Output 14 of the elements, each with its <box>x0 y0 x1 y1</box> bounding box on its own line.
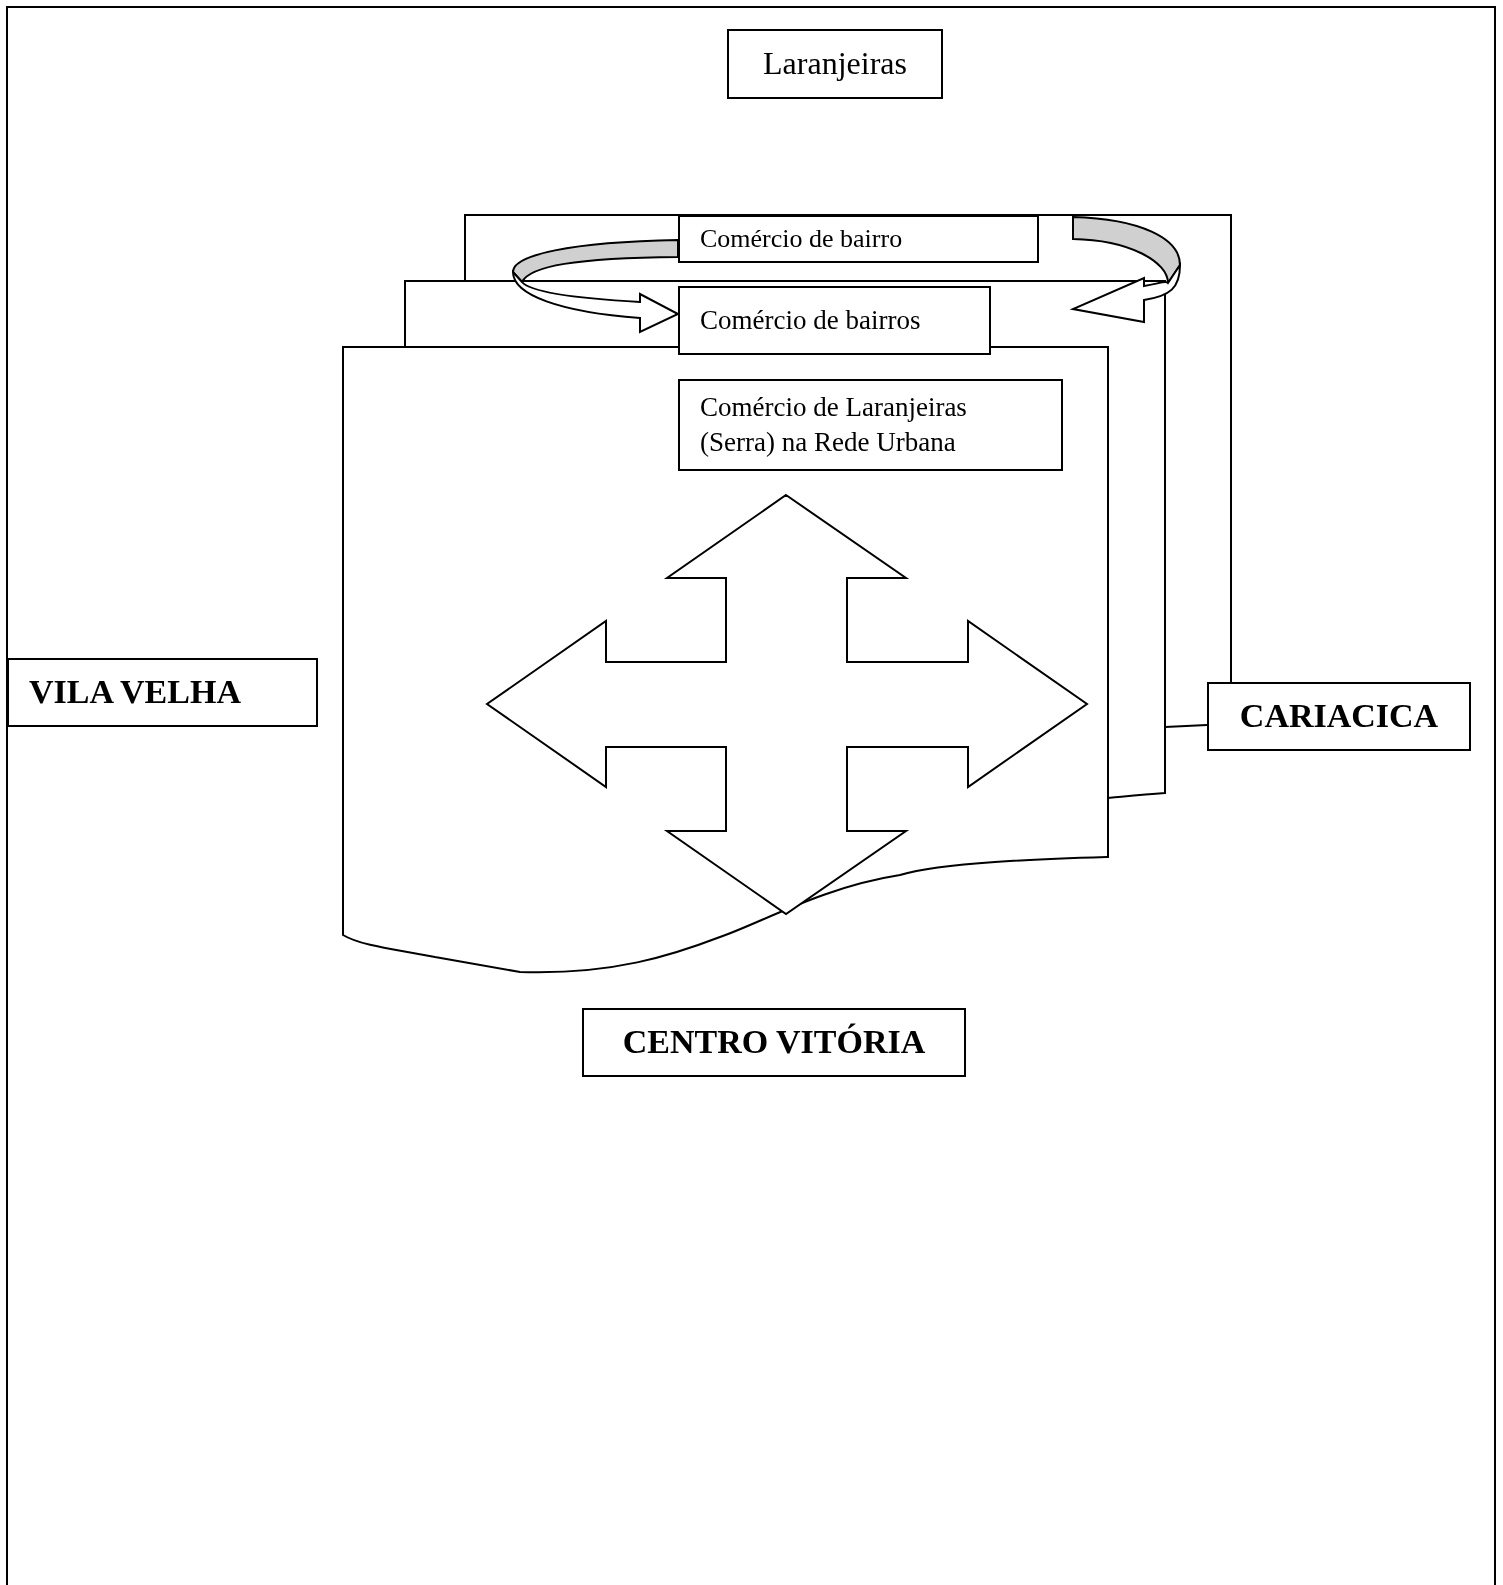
label-box <box>727 29 943 99</box>
box-text: Laranjeiras <box>763 44 907 84</box>
label-box <box>678 379 1063 471</box>
box-text: VILA VELHA <box>29 672 241 713</box>
box-text: Comércio de Laranjeiras (Serra) na Rede Urbana <box>700 390 968 459</box>
label-box <box>582 1008 966 1077</box>
box-text: Comércio de bairros <box>700 303 921 337</box>
box-text: Comércio de bairro <box>700 223 903 256</box>
connector-line <box>1164 724 1208 728</box>
label-box <box>1207 682 1471 751</box>
box-text: CARIACICA <box>1239 696 1439 737</box>
box-text: CENTRO VITÓRIA <box>622 1022 926 1063</box>
label-box <box>7 658 318 727</box>
label-box <box>678 286 991 355</box>
